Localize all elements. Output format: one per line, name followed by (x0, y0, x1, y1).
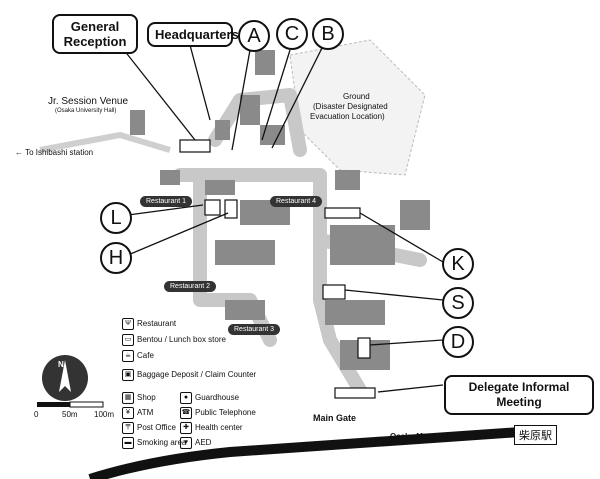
scale-hundred: 100m (94, 410, 115, 419)
main-gate-label: Main Gate (313, 413, 357, 423)
highlight-buildings (179, 139, 376, 399)
baggage-icon: ▣ (122, 369, 134, 381)
post-icon: 〒 (122, 422, 134, 434)
marker-c[interactable]: C (276, 18, 308, 50)
scale-bar (37, 401, 104, 408)
phone-icon: ☎ (180, 407, 192, 419)
restaurant-3-tag[interactable]: Restaurant 3 (228, 324, 281, 335)
shibahara-station-label: 柴原駅 (514, 425, 557, 445)
marker-l[interactable]: L (100, 202, 132, 234)
north-label: N (58, 360, 64, 369)
aed-icon: ♥ (180, 437, 192, 449)
marker-a[interactable]: A (238, 20, 270, 52)
marker-s[interactable]: S (442, 287, 474, 319)
marker-d[interactable]: D (442, 326, 474, 358)
marker-h[interactable]: H (100, 242, 132, 274)
ishibashi-station-label[interactable]: ← To Ishibashi station (15, 148, 94, 157)
legend-smoking: ▬Smoking area (122, 437, 186, 449)
legend-health: ✚Health center (180, 422, 243, 434)
buildings (130, 50, 430, 370)
legend-atm: ¥ATM (122, 407, 153, 419)
legend-post: 〒Post Office (122, 422, 176, 434)
north-arrow-icon (59, 360, 71, 392)
scale-fifty: 50m (62, 410, 78, 419)
headquarters-callout[interactable]: Headquarters (147, 22, 239, 47)
cross-icon: ✚ (180, 422, 192, 434)
guard-icon: ● (180, 392, 192, 404)
arrow-left-icon: ← (15, 148, 26, 157)
restaurant-4-tag[interactable]: Restaurant 4 (270, 196, 323, 207)
jr-session-venue-label: Jr. Session Venue (48, 96, 129, 107)
leader-lines (119, 44, 444, 393)
smoking-icon: ▬ (122, 437, 134, 449)
legend-guardhouse: ●Guardhouse (180, 392, 239, 404)
ground-label: Ground (343, 92, 370, 101)
legend-telephone: ☎Public Telephone (180, 407, 256, 419)
shop-icon: ▦ (122, 392, 134, 404)
marker-k[interactable]: K (442, 248, 474, 280)
legend-baggage: ▣Baggage Deposit / Claim Counter (122, 369, 256, 381)
scale-zero: 0 (34, 410, 39, 419)
jr-session-venue-sub: (Osaka University Hall) (55, 108, 117, 114)
yen-icon: ¥ (122, 407, 134, 419)
ground-area (289, 39, 426, 176)
ishibashi-road (39, 131, 171, 153)
cup-icon: ☕ (122, 350, 134, 362)
monorail-label: Osaka Monorail (390, 432, 450, 441)
delegate-meeting-callout[interactable]: Delegate Informal Meeting (444, 375, 594, 415)
legend-aed: ♥AED (180, 437, 211, 449)
ground-sub-2: Evacuation Location) (310, 112, 385, 121)
bento-icon: ▭ (122, 334, 134, 346)
general-reception-callout[interactable]: General Reception (52, 14, 138, 54)
monorail-line (88, 427, 521, 479)
legend-bentou: ▭Bentou / Lunch box store (122, 334, 226, 346)
ground-sub-1: (Disaster Designated (313, 102, 388, 111)
restaurant-1-tag[interactable]: Restaurant 1 (140, 196, 193, 207)
legend-cafe: ☕Cafe (122, 350, 154, 362)
marker-b[interactable]: B (312, 18, 344, 50)
fork-knife-icon: Ψ (122, 318, 134, 330)
restaurant-2-tag[interactable]: Restaurant 2 (164, 281, 217, 292)
legend-shop: ▦Shop (122, 392, 156, 404)
